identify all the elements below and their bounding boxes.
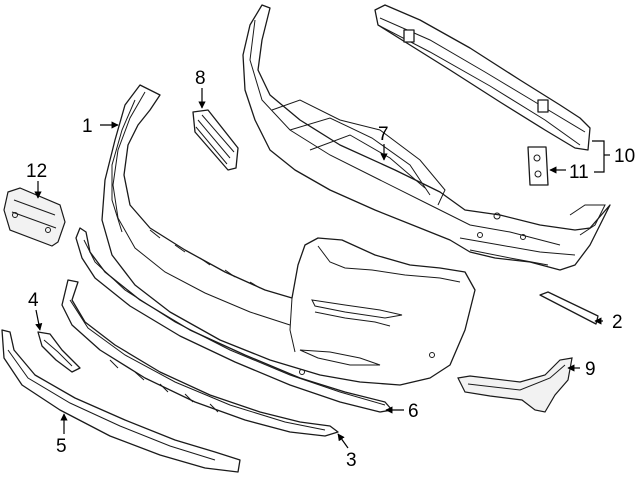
callout-6: 6 <box>408 401 419 422</box>
callout-7: 7 <box>378 124 389 145</box>
part-5-skid-plate <box>1 329 241 473</box>
part-11-bracket <box>527 146 549 186</box>
leader-lines <box>34 88 610 449</box>
part-12-license-bracket <box>3 187 66 247</box>
part-9-side-bracket <box>457 357 573 413</box>
part-7-absorber <box>242 4 611 271</box>
callout-3: 3 <box>346 450 357 471</box>
callout-2: 2 <box>612 312 623 333</box>
callout-9: 9 <box>585 359 596 380</box>
callout-8: 8 <box>195 68 206 89</box>
callout-4: 4 <box>28 290 39 311</box>
part-2-moulding <box>539 291 599 325</box>
part-1-bumper-cover <box>101 84 476 386</box>
callout-labels: 1 2 3 4 5 6 7 8 9 10 11 12 <box>26 68 635 471</box>
part-8-grille-insert <box>192 109 239 171</box>
callout-12: 12 <box>26 161 47 182</box>
callout-11: 11 <box>569 162 589 183</box>
callout-1: 1 <box>82 116 93 137</box>
callout-5: 5 <box>56 436 67 457</box>
part-3-lower-valance <box>61 279 339 437</box>
part-10-impact-bar <box>374 4 591 151</box>
callout-10: 10 <box>614 146 635 167</box>
part-4-corner-trim <box>37 331 81 373</box>
